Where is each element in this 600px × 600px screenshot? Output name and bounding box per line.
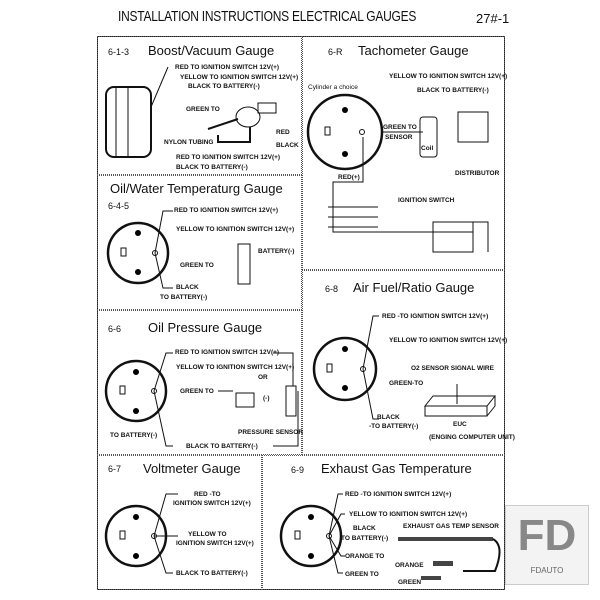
wire-label: ORANGE <box>395 562 424 569</box>
section-boost-vacuum: 6-1-3 Boost/Vacuum Gauge RED TO IGNITION… <box>97 36 302 175</box>
wire-label: BATTERY(-) <box>258 248 295 255</box>
wire-label: YELLOW TO IGNITION SWITCH 12V(+) <box>176 226 295 233</box>
wire-label: OR <box>258 374 268 381</box>
wire-label: BLACK <box>276 142 299 149</box>
wire-label: RED TO IGNITION SWITCH 12V(+) <box>176 154 281 161</box>
wire-label: Cylinder a choice <box>308 84 358 91</box>
wire-label: GREEN-TO <box>389 380 424 387</box>
section-number: 6-1-3 <box>108 47 130 57</box>
section-title: Exhaust Gas Temperature <box>321 461 472 476</box>
wire-label: RED -TO <box>194 491 221 498</box>
wire-label: BLACK <box>176 284 199 291</box>
section-number: 6-8 <box>325 284 339 294</box>
wire-label: RED <box>276 129 290 136</box>
wire-label: YELLOW TO IGNITION SWITCH 12V(+) <box>389 337 508 344</box>
section-oil-water-temp: Oil/Water Temperaturg Gauge 6-4-5 RED TO… <box>97 175 302 310</box>
wire-label: IGNITION SWITCH <box>398 197 455 204</box>
wire-label: BLACK <box>353 525 376 532</box>
section-air-fuel-ratio: 6-8 Air Fuel/Ratio Gauge RED -TO IGNITIO… <box>302 270 515 455</box>
wire-label: YELLOW TO IGNITION SWITCH 12V(+) <box>349 511 468 518</box>
wire-label: BLACK TO BATTERY(-) <box>417 87 489 94</box>
section-voltmeter: 6-7 Voltmeter Gauge RED -TO IGNITION SWI… <box>97 455 262 590</box>
wire-label: TO BATTERY(-) <box>160 294 208 301</box>
wire-label: TO BATTERY(-) <box>110 432 158 439</box>
document-title: INSTALLATION INSTRUCTIONS ELECTRICAL GAU… <box>118 8 417 25</box>
wire-label: IGNITION SWITCH 12V(+) <box>176 540 254 547</box>
voltmeter-diagram <box>104 493 178 574</box>
wire-label: GREEN TO <box>186 106 220 113</box>
section-tachometer: 6-R Tachometer Gauge Cylinder a choice Y… <box>302 36 508 270</box>
sensor-label: EXHAUST GAS TEMP SENSOR <box>403 523 499 530</box>
ecu-label: (ENGING COMPUTER UNIT) <box>429 434 515 441</box>
wire-label: RED -TO IGNITION SWITCH 12V(+) <box>382 313 489 320</box>
wire-label: GREEN TO <box>345 571 379 578</box>
tachometer-diagram <box>306 93 489 253</box>
wire-label: (-) <box>263 395 270 402</box>
boost-gauge-diagram <box>105 66 277 158</box>
wire-label: YELLOW TO IGNITION SWITCH 12V(+) <box>389 73 508 80</box>
watermark: FD FDAUTO <box>505 505 589 585</box>
section-number: 6-4-5 <box>108 201 130 211</box>
wire-label: GREEN TO <box>383 124 417 131</box>
wire-label: TO BATTERY(-) <box>341 535 389 542</box>
wire-label: BLACK TO BATTERY(-) <box>176 570 248 577</box>
section-number: 6-R <box>328 47 343 57</box>
wire-label: BLACK TO BATTERY(-) <box>188 83 260 90</box>
watermark-logo: FD <box>517 511 577 560</box>
wire-label: RED TO IGNITION SWITCH 12V(+) <box>175 349 280 356</box>
section-oil-pressure: 6-6 Oil Pressure Gauge RED TO IGNITION S… <box>97 310 304 455</box>
wire-label: SENSOR <box>385 134 413 141</box>
wire-label: ORANGE TO <box>345 553 385 560</box>
air-fuel-diagram <box>312 315 497 420</box>
section-number: 6-7 <box>108 464 122 474</box>
egt-diagram <box>279 493 501 580</box>
section-number: 6-9 <box>291 465 305 475</box>
wire-label: BLACK TO BATTERY(-) <box>186 443 258 450</box>
section-title: Oil Pressure Gauge <box>148 320 263 335</box>
wire-label: BLACK <box>377 414 400 421</box>
wire-label: RED(+) <box>338 174 360 181</box>
section-title: Air Fuel/Ratio Gauge <box>353 280 475 295</box>
wire-label: RED -TO IGNITION SWITCH 12V(+) <box>345 491 452 498</box>
wire-label: PRESSURE SENSOR <box>238 429 304 436</box>
wire-label: GREEN <box>398 579 422 586</box>
section-title: Boost/Vacuum Gauge <box>148 43 275 58</box>
document-code: 27#-1 <box>476 11 510 26</box>
watermark-text: FDAUTO <box>530 566 564 575</box>
wire-label: BLACK TO BATTERY(-) <box>176 164 248 171</box>
oil-water-diagram <box>106 210 251 289</box>
wire-label: DISTRIBUTOR <box>455 170 500 177</box>
wire-label: RED TO IGNITION SWITCH 12V(+) <box>174 207 279 214</box>
coil-label: Coil <box>421 145 434 152</box>
wire-label: YELLOW TO IGNITION SWITCH 12V(+) <box>180 74 299 81</box>
section-number: 6-6 <box>108 324 122 334</box>
wire-label: YELLOW TO <box>188 531 227 538</box>
wire-label: IGNITION SWITCH 12V(+) <box>173 500 251 507</box>
wire-label: YELLOW TO IGNITION SWITCH 12V(+) <box>176 364 295 371</box>
wire-label: RED TO IGNITION SWITCH 12V(+) <box>175 64 280 71</box>
wire-label: GREEN TO <box>180 388 214 395</box>
section-title: Voltmeter Gauge <box>143 461 241 476</box>
wire-label: -TO BATTERY(-) <box>369 423 419 430</box>
wire-label: GREEN TO <box>180 262 214 269</box>
wire-label: O2 SENSOR SIGNAL WIRE <box>411 365 494 372</box>
section-title: Oil/Water Temperaturg Gauge <box>110 181 283 196</box>
section-title: Tachometer Gauge <box>358 43 469 58</box>
ecu-label: EUC <box>453 421 467 428</box>
section-exhaust-gas-temp: 6-9 Exhaust Gas Temperature RED -TO IGNI… <box>262 455 505 590</box>
wire-label: NYLON TUBING <box>164 139 214 146</box>
oil-pressure-diagram <box>104 352 299 447</box>
